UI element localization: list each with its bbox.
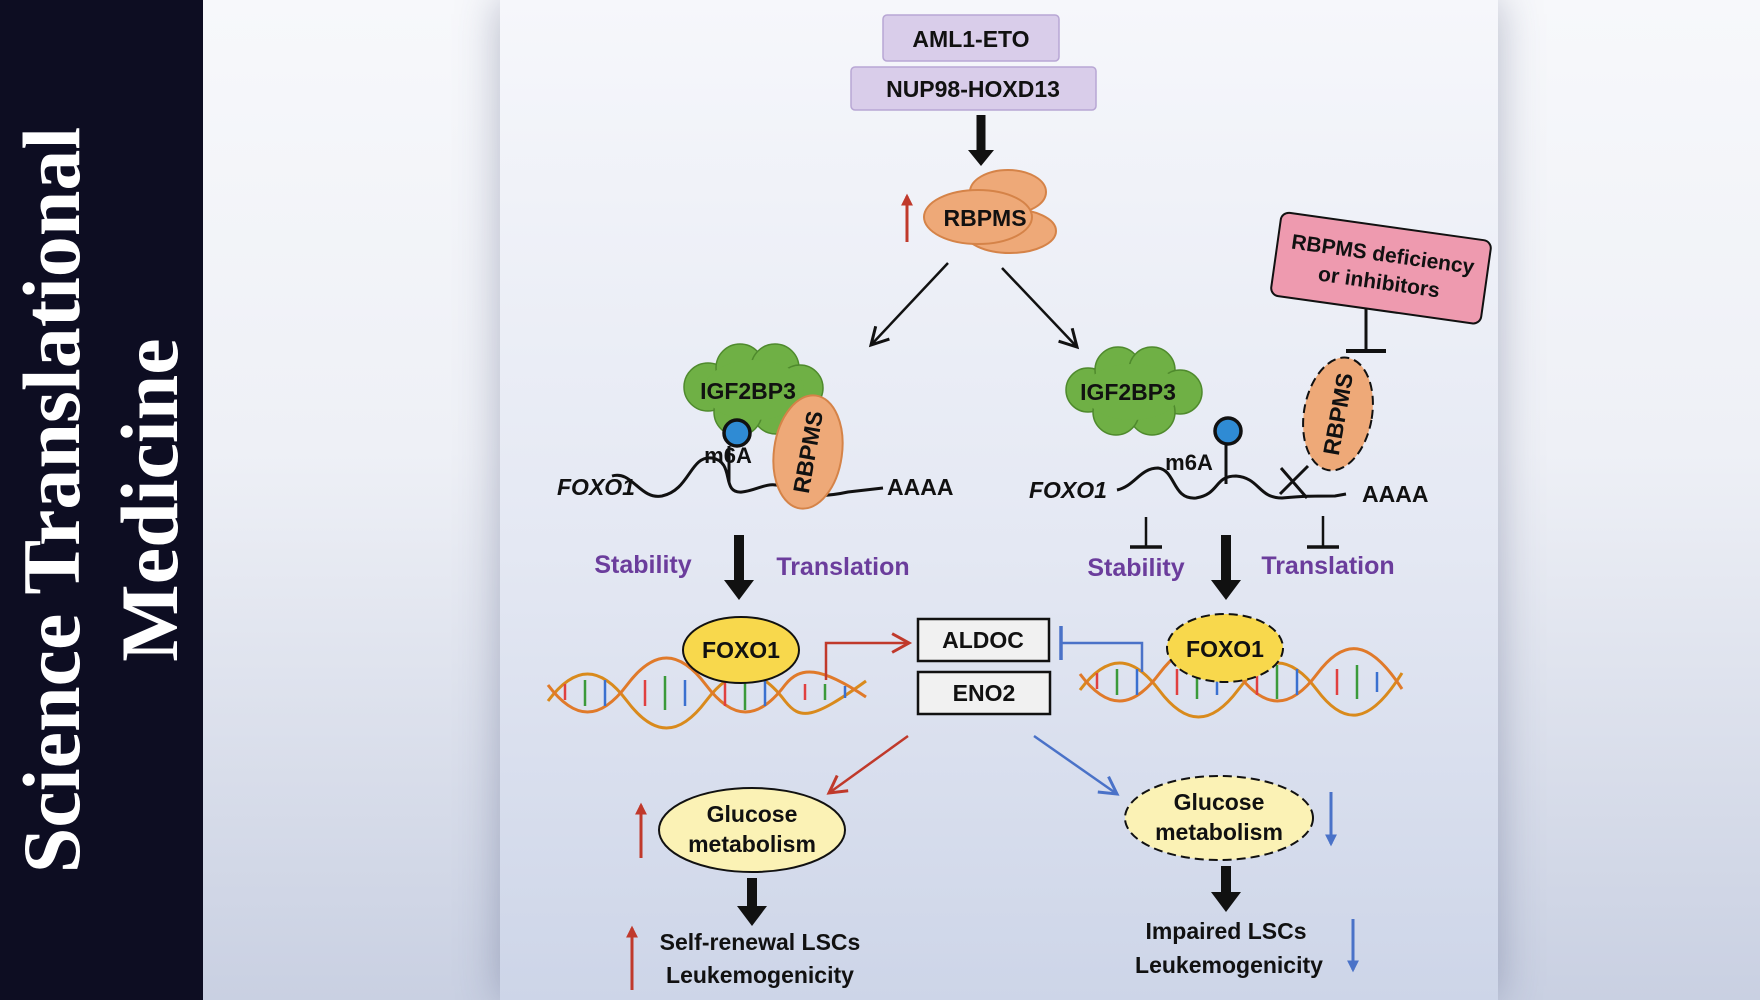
outcome-left-line2: Leukemogenicity xyxy=(666,962,854,988)
igf2bp3-left-cloud xyxy=(683,343,824,437)
m6a-left-label: m6A xyxy=(704,443,752,468)
dna-helix-left xyxy=(546,656,867,730)
glucose-left-line1: Glucose xyxy=(707,801,798,827)
polya-left-label: AAAA xyxy=(887,474,953,500)
rbpms-inhibited-right: RBPMS xyxy=(1302,356,1374,472)
igf2bp3-left-label: IGF2BP3 xyxy=(700,378,796,404)
arrow-to-outcome-left xyxy=(737,878,767,926)
arrow-to-glucose-right xyxy=(1033,734,1120,796)
foxo1-mrna-right xyxy=(1116,416,1347,500)
inhibition-bar-rbpms xyxy=(1346,309,1386,353)
igf2bp3-right-label: IGF2BP3 xyxy=(1080,379,1176,405)
foxo1-protein-left: FOXO1 xyxy=(682,616,800,684)
igf2bp3-right-cloud xyxy=(1065,346,1203,436)
m6a-right-label: m6A xyxy=(1165,450,1213,475)
glucose-right-line2: metabolism xyxy=(1155,819,1283,845)
nup98-hoxd13-label: NUP98-HOXD13 xyxy=(886,76,1060,102)
activation-arrow-foxo1-aldoc xyxy=(824,632,913,680)
glucose-metabolism-left: Glucose metabolism xyxy=(658,787,846,873)
stability-right-label: Stability xyxy=(1087,554,1184,582)
eno2-label: ENO2 xyxy=(953,680,1016,706)
arrow-to-outcome-right xyxy=(1211,866,1241,912)
foxo1-protein-right-label: FOXO1 xyxy=(1186,636,1264,662)
aldoc-box: ALDOC xyxy=(916,617,1051,663)
glucose-metabolism-right: Glucose metabolism xyxy=(1124,775,1314,861)
stability-left-label: Stability xyxy=(594,551,691,579)
aldoc-label: ALDOC xyxy=(942,627,1024,653)
polya-right-label: AAAA xyxy=(1362,481,1428,507)
arrow-to-glucose-left xyxy=(826,734,909,795)
inhibit-translation-right xyxy=(1307,516,1339,549)
arrow-branch-left xyxy=(868,262,949,348)
arrow-to-foxo1-left xyxy=(724,535,754,600)
glucose-left-line2: metabolism xyxy=(688,831,816,857)
outcome-left-line1: Self-renewal LSCs xyxy=(660,929,861,955)
binding-blocked-x xyxy=(1278,464,1310,499)
arrow-branch-right xyxy=(1001,267,1080,350)
glucose-right-line1: Glucose xyxy=(1174,789,1265,815)
inhibit-stability-right xyxy=(1130,517,1162,549)
aml1-eto-label: AML1-ETO xyxy=(912,26,1029,52)
inhibitor-box: RBPMS deficiency or inhibitors xyxy=(1270,211,1492,325)
arrow-to-foxo1-right xyxy=(1211,535,1241,600)
foxo1-protein-left-label: FOXO1 xyxy=(702,637,780,663)
foxo1-gene-left-label: FOXO1 xyxy=(557,474,635,500)
aml1-eto-box: AML1-ETO xyxy=(882,14,1060,62)
rbpms-cluster: RBPMS xyxy=(923,169,1057,254)
rbpms-bound-left: RBPMS xyxy=(772,394,844,510)
nup98-hoxd13-box: NUP98-HOXD13 xyxy=(850,66,1097,111)
eno2-box: ENO2 xyxy=(916,670,1052,716)
translation-left-label: Translation xyxy=(776,553,909,581)
inhibition-arrow-foxo1-aldoc xyxy=(1059,626,1144,672)
outcome-right-line2: Leukemogenicity xyxy=(1135,952,1323,978)
outcome-right-line1: Impaired LSCs xyxy=(1145,918,1306,944)
arrow-fusion-to-rbpms xyxy=(968,115,994,166)
rbpms-cluster-label: RBPMS xyxy=(943,205,1026,231)
foxo1-gene-right-label: FOXO1 xyxy=(1029,477,1107,503)
journal-banner: Science Translational Medicine xyxy=(0,0,203,1000)
translation-right-label: Translation xyxy=(1261,552,1394,580)
foxo1-protein-right: FOXO1 xyxy=(1166,613,1284,683)
